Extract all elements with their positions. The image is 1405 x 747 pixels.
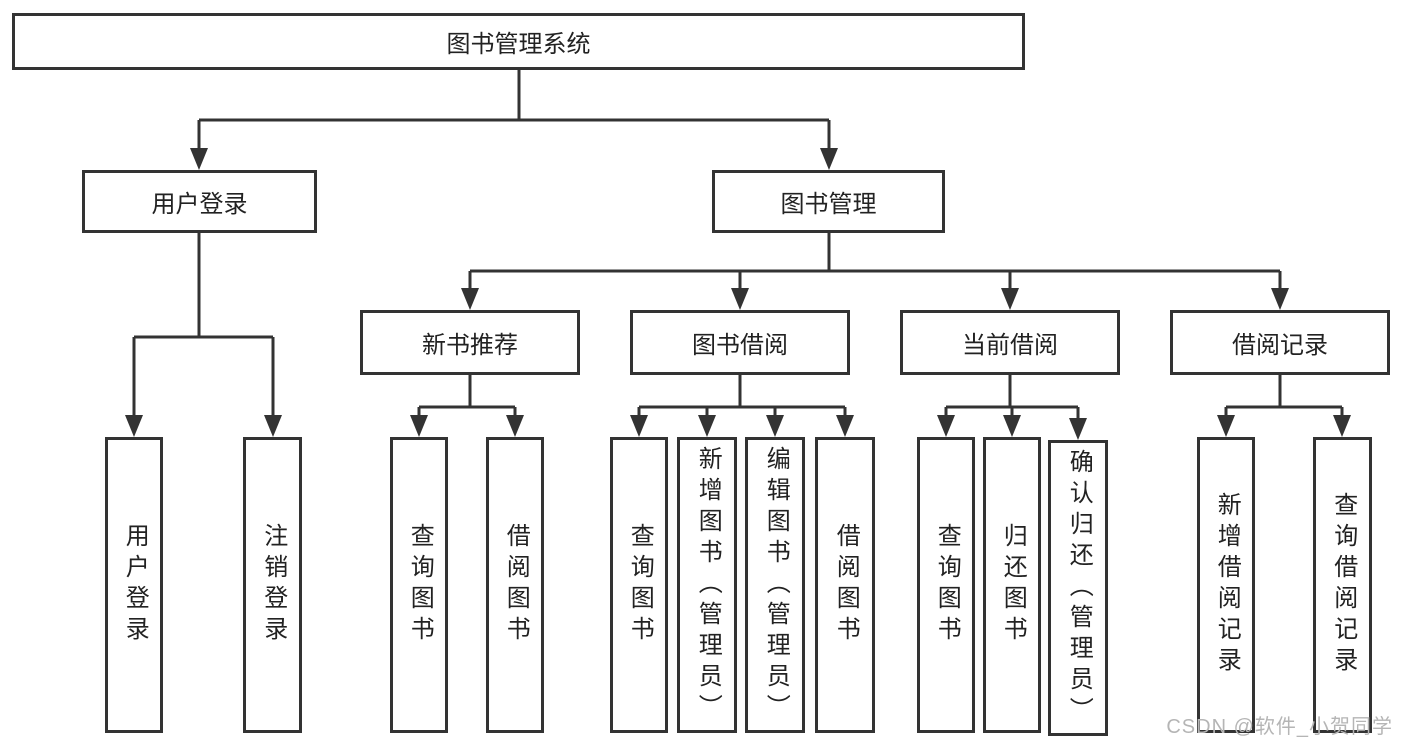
leaf-label: 查询图书 (406, 523, 434, 647)
csdn-watermark: CSDN @软件_小贺同学 (1166, 716, 1393, 738)
node-borrowing-records: 借阅记录 (1170, 310, 1390, 375)
node-leaf-return-books: 归还图书 (983, 437, 1041, 733)
node-leaf-query-borrow-record: 查询借阅记录 (1313, 437, 1372, 733)
node-leaf-edit-books-admin: 编辑图书（管理员） (745, 437, 805, 733)
node-leaf-query-books-borrow: 查询图书 (610, 437, 668, 733)
leaf-label: 用户登录 (121, 523, 149, 647)
leaf-label: 确认归还（管理员） (1065, 448, 1093, 728)
node-leaf-add-borrow-record: 新增借阅记录 (1197, 437, 1255, 733)
leaf-label: 借阅图书 (502, 523, 530, 647)
node-new-book-recommendation: 新书推荐 (360, 310, 580, 375)
node-book-management-branch: 图书管理 (712, 170, 945, 233)
node-user-login-branch: 用户登录 (82, 170, 317, 233)
arrow-down-icons (125, 148, 1351, 440)
node-current-borrowing: 当前借阅 (900, 310, 1120, 375)
node-leaf-borrow-books-recommend: 借阅图书 (486, 437, 544, 733)
node-leaf-add-books-admin: 新增图书（管理员） (677, 437, 737, 733)
node-leaf-query-books-current: 查询图书 (917, 437, 975, 733)
leaf-label: 查询图书 (933, 523, 961, 647)
node-book-borrowing: 图书借阅 (630, 310, 850, 375)
leaf-label: 归还图书 (999, 523, 1027, 647)
node-leaf-user-login: 用户登录 (105, 437, 163, 733)
leaf-label: 新增图书（管理员） (694, 445, 722, 725)
node-leaf-logout: 注销登录 (243, 437, 302, 733)
node-library-management-system: 图书管理系统 (12, 13, 1025, 70)
leaf-label: 查询借阅记录 (1329, 492, 1357, 678)
node-leaf-borrow-books: 借阅图书 (815, 437, 875, 733)
leaf-label: 新增借阅记录 (1213, 492, 1241, 678)
leaf-label: 查询图书 (626, 523, 654, 647)
leaf-label: 编辑图书（管理员） (762, 445, 790, 725)
node-leaf-confirm-return-admin: 确认归还（管理员） (1048, 440, 1108, 736)
leaf-label: 借阅图书 (832, 523, 860, 647)
node-leaf-query-books-recommend: 查询图书 (390, 437, 448, 733)
leaf-label: 注销登录 (259, 523, 287, 647)
